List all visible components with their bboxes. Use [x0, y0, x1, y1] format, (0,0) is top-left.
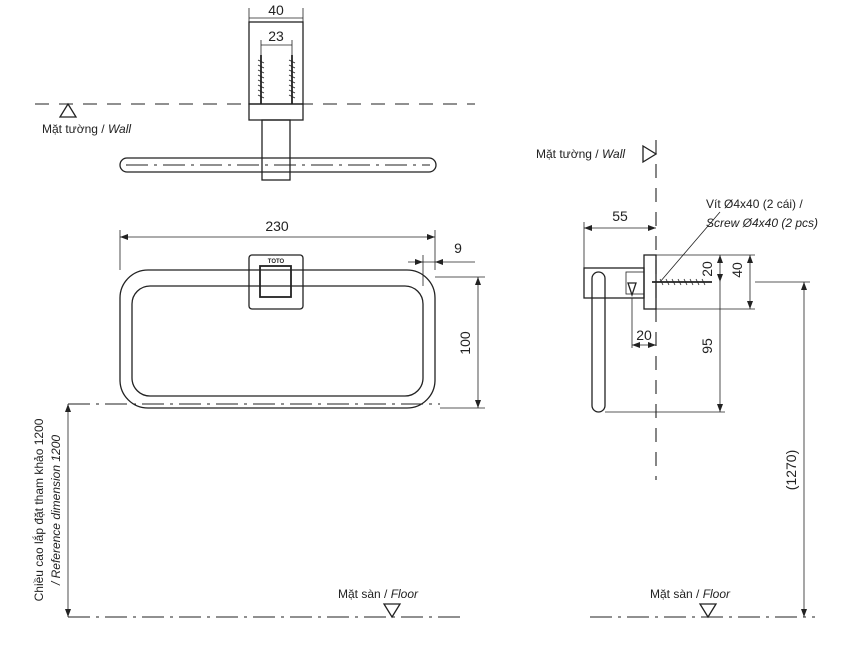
top-view: Mặt tường / Wall 40 23 — [35, 2, 475, 181]
ring-bar-top — [119, 157, 437, 173]
dim-40: 40 — [268, 2, 284, 18]
floor-label-left: Mặt sàn / Floor — [338, 587, 419, 601]
bracket-stem-top — [261, 119, 291, 181]
bracket-face-front — [259, 265, 292, 298]
dim-55: 55 — [612, 208, 628, 224]
wall-symbol-side — [642, 144, 658, 164]
wall-label-top: Mặt tường / Wall — [42, 122, 131, 136]
screw-leader — [659, 211, 721, 283]
side-view: Mặt tường / Wall Vít Ø4x40 (2 cái) / Scr… — [536, 140, 818, 619]
dim-9: 9 — [454, 240, 462, 256]
wall-symbol-top — [58, 102, 78, 118]
floor-symbol-right — [698, 603, 718, 619]
dim-230: 230 — [265, 218, 289, 234]
bracket-front — [248, 254, 304, 310]
dim-1270: (1270) — [783, 450, 799, 490]
bracket-cover-top — [248, 103, 304, 121]
front-view: TOTO 230 9 100 Chiều cao lắp đặt tham kh… — [31, 218, 485, 619]
dim-100: 100 — [457, 331, 473, 355]
screw-side — [652, 278, 712, 286]
floor-label-right: Mặt sàn / Floor — [650, 587, 731, 601]
screw-left-top — [257, 55, 265, 104]
screw-right-top — [288, 55, 296, 104]
dim-20-horizontal: 20 — [636, 327, 652, 343]
ring-side — [591, 271, 606, 413]
ring-outer — [119, 269, 436, 409]
dim-20-vertical: 20 — [699, 261, 715, 277]
dim-95: 95 — [699, 338, 715, 354]
screw-label-vi: Vít Ø4x40 (2 cái) / — [706, 197, 803, 211]
wall-label-side: Mặt tường / Wall — [536, 147, 625, 161]
screw-label-en: Screw Ø4x40 (2 pcs) — [706, 216, 818, 230]
ring-inner — [131, 285, 424, 397]
set-screw-housing — [625, 271, 645, 295]
brand-logo: TOTO — [268, 259, 285, 265]
install-height-en: / Reference dimension 1200 — [49, 435, 63, 586]
install-height-vi: Chiều cao lắp đặt tham khảo 1200 — [31, 418, 46, 601]
floor-symbol-left — [382, 603, 402, 619]
dim-40-side: 40 — [729, 262, 745, 278]
dim-23: 23 — [268, 28, 284, 44]
set-screw — [627, 282, 637, 298]
